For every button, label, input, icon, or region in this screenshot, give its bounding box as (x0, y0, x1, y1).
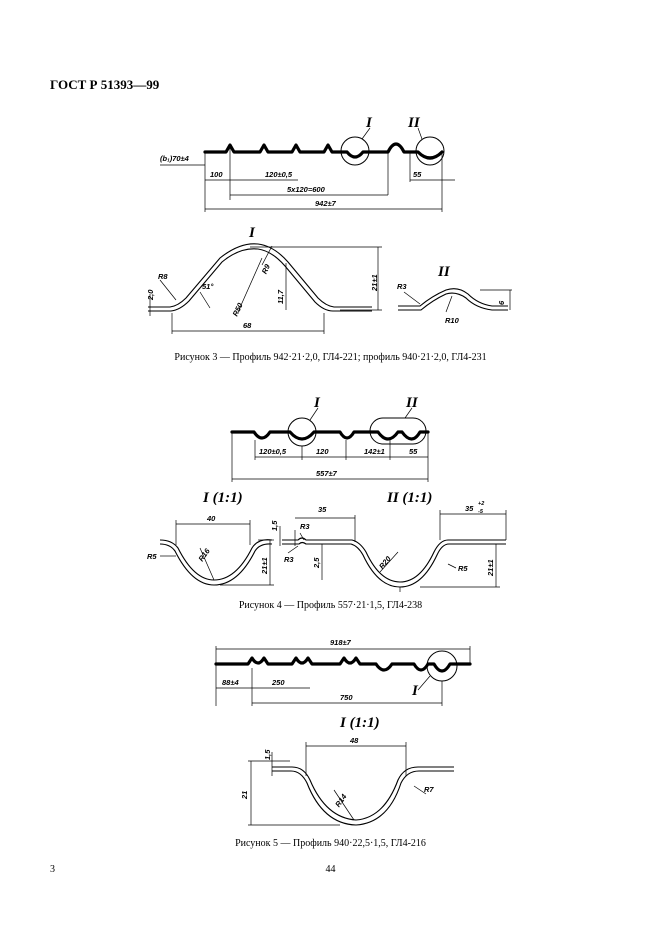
fig3-dim-100: 100 (210, 170, 223, 179)
fig5-callout-I: I (411, 683, 419, 699)
fig4-dim-35-right: 35 (465, 504, 474, 513)
fig4-dim-2-5: 2,5 (312, 557, 321, 569)
fig5-dim-750: 750 (340, 693, 353, 702)
fig3-dim-b1: (b₁)70±4 (160, 154, 190, 163)
fig3-dim-68: 68 (243, 321, 252, 330)
fig4-callout-II: II (405, 395, 419, 411)
fig5-detail-I-label: I (1:1) (339, 715, 380, 731)
fig4-dim-35-tol-minus: -5 (478, 509, 484, 515)
fig3-dim-5x120: 5х120=600 (287, 185, 326, 194)
fig5-dim-R14: R14 (333, 792, 349, 809)
fig3-detail-I-label: I (248, 225, 256, 241)
fig3-dim-21: 21±1 (370, 274, 379, 292)
fig3-dim-120: 120±0,5 (265, 170, 293, 179)
fig5-dim-250: 250 (271, 678, 285, 687)
fig3-detail-I-profile (148, 243, 382, 334)
fig3-dim-R10: R10 (445, 316, 460, 325)
fig4-dim-1-5: 1,5 (270, 520, 279, 531)
fig3-dim-6: 6 (497, 300, 506, 305)
fig4-dim-R20: R20 (377, 554, 393, 571)
page-number: 44 (325, 864, 336, 875)
fig5-overview-profile (214, 646, 472, 706)
fig4-overview-profile (230, 407, 430, 482)
fig4-detail-II-profile (279, 510, 507, 592)
fig4-detail-I-label: I (1:1) (202, 490, 243, 506)
fig3-dim-55: 55 (413, 170, 422, 179)
fig3-overview-profile (160, 127, 455, 212)
fig5-detail-I-profile (248, 742, 454, 826)
document-header: ГОСТ Р 51393—99 (50, 77, 160, 92)
fig4-dim-40: 40 (206, 514, 216, 523)
figure3-caption: Рисунок 3 — Профиль 942·21·2,0, ГЛ4-221;… (174, 352, 487, 363)
fig3-dim-R8: R8 (158, 272, 168, 281)
fig5-dim-88: 88±4 (222, 678, 239, 687)
fig3-callout-I: I (365, 115, 373, 131)
fig4-dim-120-05: 120±0,5 (259, 447, 287, 456)
fig3-dim-R9: R9 (260, 262, 273, 275)
figure5-caption: Рисунок 5 — Профиль 940·22,5·1,5, ГЛ4-21… (235, 838, 426, 849)
fig4-dim-R16: R16 (196, 546, 212, 563)
fig4-dim-21-left: 21±1 (260, 557, 269, 575)
page-margin-number: 3 (50, 864, 55, 875)
fig3-dim-R3: R3 (397, 282, 407, 291)
fig4-dim-120: 120 (316, 447, 329, 456)
fig3-callout-II: II (407, 115, 421, 131)
fig4-dim-557: 557±7 (316, 469, 338, 478)
figure4-caption: Рисунок 4 — Профиль 557·21·1,5, ГЛ4-238 (238, 600, 423, 611)
fig5-dim-21: 21 (240, 791, 249, 800)
fig4-dim-R5-right: R5 (458, 564, 468, 573)
fig4-dim-35-left: 35 (318, 505, 327, 514)
fig4-dim-R3-bottom: R3 (284, 555, 294, 564)
fig4-callout-I: I (313, 395, 321, 411)
fig5-dim-918: 918±7 (330, 638, 352, 647)
fig3-detail-II-label: II (437, 264, 451, 280)
fig5-dim-1-5: 1,5 (263, 749, 272, 760)
fig3-dim-51deg: 51° (202, 282, 214, 291)
fig3-dim-11-7: 11,7 (276, 289, 285, 304)
fig4-detail-II-label: II (1:1) (386, 490, 432, 506)
fig3-dim-942: 942±7 (315, 199, 337, 208)
fig3-detail-II-profile (398, 288, 512, 313)
fig4-dim-55: 55 (409, 447, 418, 456)
fig4-dim-R3-top: R3 (300, 522, 310, 531)
fig4-detail-I-profile (159, 520, 274, 586)
fig4-dim-142: 142±1 (364, 447, 385, 456)
fig3-dim-2-0: 2,0 (146, 289, 155, 301)
fig4-dim-35-tol-plus: +2 (478, 501, 484, 507)
fig4-dim-21-right: 21±1 (486, 559, 495, 577)
fig3-dim-R50: R50 (231, 301, 245, 318)
fig5-dim-R7: R7 (424, 785, 434, 794)
fig5-dim-48: 48 (349, 736, 359, 745)
fig4-dim-R5-left: R5 (147, 552, 157, 561)
